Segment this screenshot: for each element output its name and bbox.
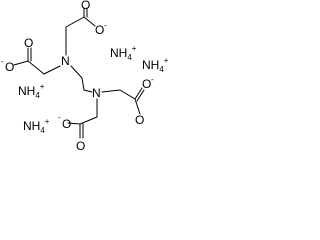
ammonium-ion-4: NH4+ <box>23 117 50 135</box>
atom-oxygen-top-single: O <box>95 23 104 37</box>
atom-oxygen-bottom-single: O <box>62 117 71 131</box>
atom-oxygen-top-double: O <box>81 0 90 12</box>
bond-bridge-ch2 <box>81 77 85 91</box>
atom-oxygen-left-single: O <box>5 60 14 74</box>
bond-c-o-right-single <box>134 98 141 115</box>
atom-oxygen-right-single: O <box>135 113 144 127</box>
bond-n2-ch2-right <box>101 89 121 93</box>
bond-c-o-right-double-a <box>134 87 143 100</box>
ammonium-ion-1-formula: NH <box>110 46 127 60</box>
ammonium-ion-3-charge: + <box>40 82 45 91</box>
ammonium-ion-2: NH4+ <box>142 56 169 74</box>
bond-n1-ch2-bridge <box>70 65 83 79</box>
bond-ch2-c-top <box>65 16 85 28</box>
charge-oxygen-right-double: - <box>151 75 154 84</box>
ammonium-ion-1: NH4+ <box>110 44 137 62</box>
bond-lines <box>13 7 145 139</box>
bond-n1-ch2-left <box>43 65 61 75</box>
ammonium-ion-2-subscript: 4 <box>159 65 164 74</box>
bond-ch2-c-bottom <box>79 116 98 125</box>
atom-nitrogen-upper: N <box>61 54 70 68</box>
bond-c-o-top-single <box>83 16 96 27</box>
atom-nitrogen-lower: N <box>92 86 101 100</box>
atom-labels: N N O O - O O - O - O O O - <box>1 0 154 153</box>
bond-c-o-bottom-single <box>67 122 81 125</box>
bond-c-o-right-double-b <box>136 89 145 102</box>
counter-ions: NH4+ NH4+ NH4+ NH4+ <box>18 44 169 135</box>
ammonium-ion-3-formula: NH <box>18 84 35 98</box>
ammonium-ion-1-subscript: 4 <box>127 53 132 62</box>
ammonium-ion-4-charge: + <box>45 117 50 126</box>
ammonium-ion-3-subscript: 4 <box>35 91 40 100</box>
atom-oxygen-left-double: O <box>24 36 33 50</box>
atom-oxygen-bottom-double: O <box>76 139 85 153</box>
charge-oxygen-bottom-single: - <box>58 113 61 122</box>
ammonium-ion-1-charge: + <box>132 44 137 53</box>
bond-ch2-c-left <box>27 60 45 75</box>
charge-oxygen-left-single: - <box>1 57 4 66</box>
ammonium-ion-3: NH4+ <box>18 82 45 100</box>
ammonium-ion-2-formula: NH <box>142 58 159 72</box>
bond-bridge-n2 <box>83 89 93 93</box>
edta-tetraammonium-structure: N N O O - O O - O - O O O - NH4+ NH4+ NH… <box>1 0 169 153</box>
ammonium-ion-4-formula: NH <box>23 119 40 133</box>
ammonium-ion-4-subscript: 4 <box>40 126 45 135</box>
ammonium-ion-2-charge: + <box>164 56 169 65</box>
bond-c-o-left-single <box>13 60 29 66</box>
bond-ch2-c-right <box>119 89 136 100</box>
charge-oxygen-top-single: - <box>104 21 107 30</box>
atom-oxygen-right-double: O <box>142 77 151 91</box>
